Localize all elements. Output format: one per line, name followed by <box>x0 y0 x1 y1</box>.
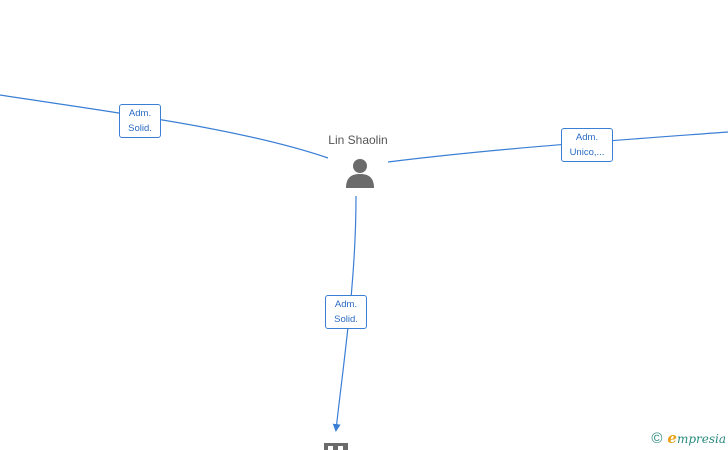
edge-label-left[interactable]: Adm. Solid. <box>119 104 161 138</box>
edge-label-left-line1: Adm. <box>128 108 152 119</box>
edge-label-bottom[interactable]: Adm. Solid. <box>325 295 367 329</box>
person-icon[interactable] <box>344 158 376 193</box>
edge-label-right[interactable]: Adm. Unico,... <box>561 128 613 162</box>
brand-logo-initial: e <box>667 429 677 447</box>
edge-label-bottom-line1: Adm. <box>334 299 358 310</box>
brand-watermark: © empresia <box>651 429 726 447</box>
brand-logo-rest: mpresia <box>676 432 726 446</box>
brand-logo: empresia <box>667 429 726 447</box>
person-node-name[interactable]: Lin Shaolin <box>328 133 388 147</box>
building-icon[interactable] <box>324 440 348 450</box>
edge-right <box>387 131 728 163</box>
edge-label-left-line2: Solid. <box>128 123 152 134</box>
edge-left <box>0 94 329 159</box>
edge-label-bottom-line2: Solid. <box>334 314 358 325</box>
edge-label-right-line1: Adm. <box>575 132 599 143</box>
copyright-symbol: © <box>651 429 663 447</box>
edge-label-right-line2: Unico,... <box>569 147 605 158</box>
